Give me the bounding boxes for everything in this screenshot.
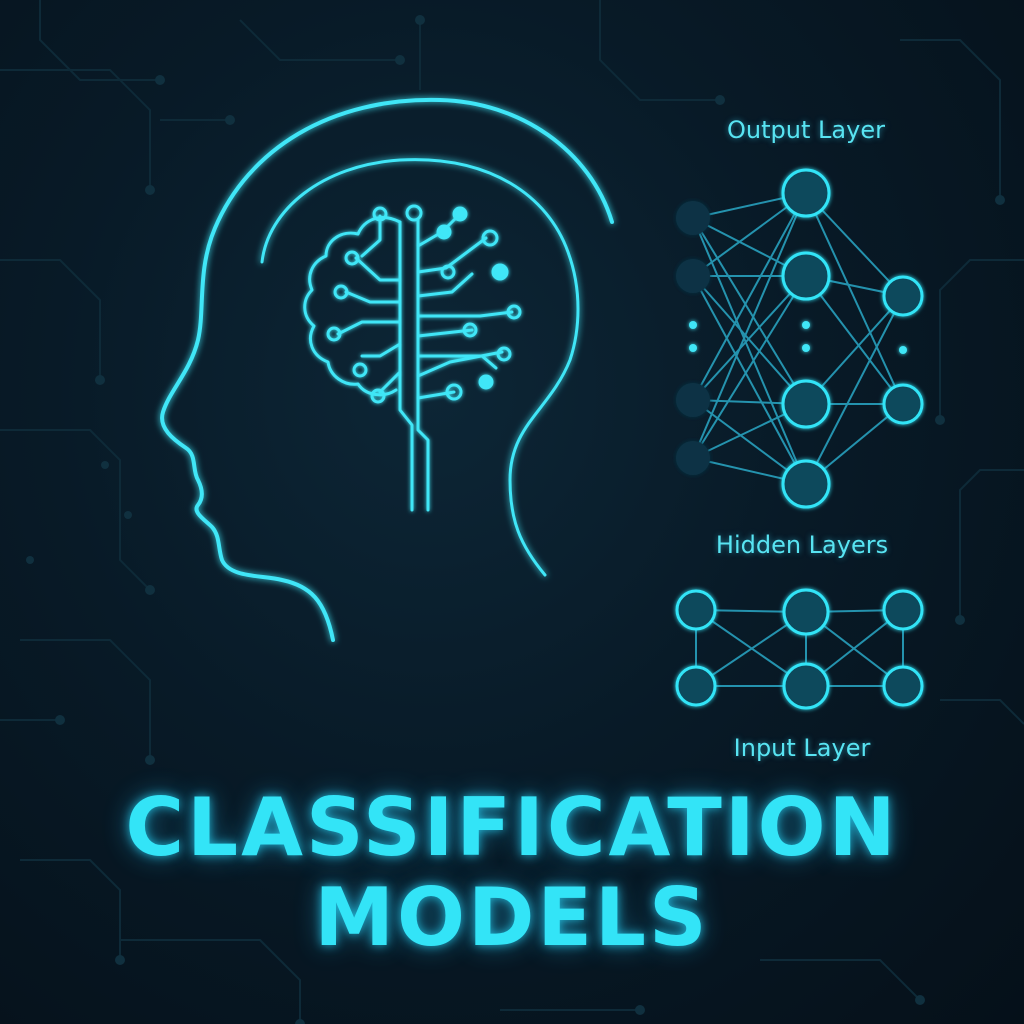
title-line-2: MODELS	[314, 871, 710, 964]
circuit-dots	[26, 15, 1005, 1024]
network-edge	[805, 275, 904, 405]
network-nodes	[675, 168, 924, 710]
input-layer-label: Input Layer	[733, 734, 871, 762]
network-node	[781, 168, 831, 218]
network-node	[882, 275, 924, 317]
network-node	[675, 589, 717, 631]
network-edge	[692, 217, 807, 405]
network-node	[882, 589, 924, 631]
dim-input-node	[676, 383, 710, 417]
title-line-1: CLASSIFICATION	[125, 781, 899, 874]
network-edge	[692, 275, 807, 485]
network-edge	[692, 192, 807, 401]
dim-input-node	[676, 441, 710, 475]
network-edge	[692, 275, 807, 405]
network-edge	[692, 275, 807, 401]
network-node	[675, 665, 717, 707]
network-node	[782, 588, 830, 636]
brain-circuit-icon	[303, 204, 522, 512]
ellipsis-dots	[689, 321, 907, 354]
network-node	[782, 662, 830, 710]
network-node	[882, 665, 924, 707]
human-head-icon	[160, 97, 614, 642]
output-layer-label: Output Layer	[727, 116, 885, 144]
network-node	[781, 379, 831, 429]
network-node	[781, 251, 831, 301]
network-node	[882, 383, 924, 425]
network-node	[781, 459, 831, 509]
network-edge	[692, 192, 807, 459]
network-edge	[692, 217, 807, 485]
dim-input-node	[676, 259, 710, 293]
dim-input-node	[676, 201, 710, 235]
hidden-layers-label: Hidden Layers	[715, 531, 889, 559]
network-edge	[692, 275, 807, 459]
network-edge	[805, 192, 904, 405]
network-edge	[805, 295, 904, 485]
